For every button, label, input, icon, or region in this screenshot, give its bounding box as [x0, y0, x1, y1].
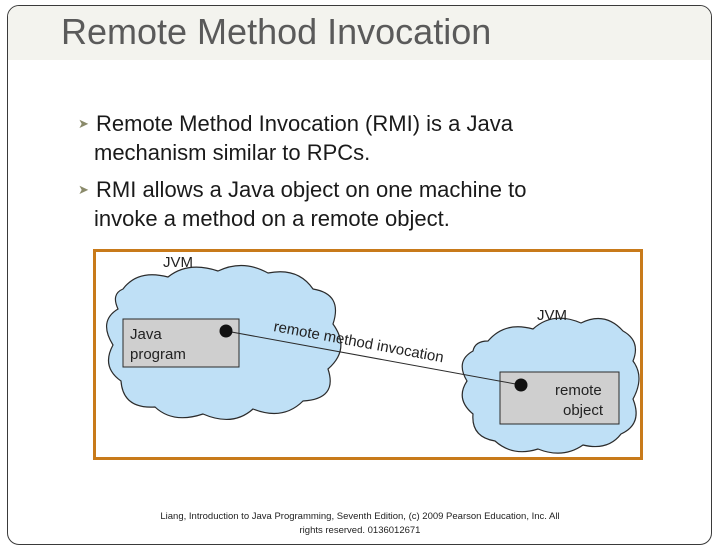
bullet-1: ➤ Remote Method Invocation (RMI) is a Jav… [78, 109, 513, 138]
remote-object-dot [514, 378, 528, 392]
bullet-arrow-icon: ➤ [78, 182, 89, 197]
bullet-arrow-icon: ➤ [78, 116, 89, 131]
remote-object-box [499, 371, 620, 425]
java-program-dot [219, 324, 233, 338]
jvm-right-label: JVM [537, 307, 567, 324]
rmi-diagram: JVM JVM Java program remote object remot… [93, 249, 643, 460]
jvm-left-label: JVM [163, 254, 193, 271]
java-program-box [122, 318, 240, 368]
footer-citation-line2: rights reserved. 0136012671 [299, 525, 421, 536]
invocation-line [225, 330, 522, 386]
bullet-2-text: RMI allows a Java object on one machine … [96, 177, 527, 202]
slide-title: Remote Method Invocation [61, 11, 492, 52]
bullet-2-continuation: invoke a method on a remote object. [94, 206, 450, 231]
footer-citation-line1: Liang, Introduction to Java Programming,… [160, 511, 560, 522]
remote-object-label-line1: remote [555, 382, 602, 399]
java-program-label-line2: program [130, 346, 186, 363]
java-program-label-line1: Java [130, 326, 162, 343]
bullet-2: ➤ RMI allows a Java object on one machine… [78, 175, 526, 204]
bullet-1-text: Remote Method Invocation (RMI) is a Java [96, 111, 513, 136]
remote-object-label-line2: object [563, 402, 604, 419]
title-bar [8, 6, 711, 60]
bullet-1-continuation: mechanism similar to RPCs. [94, 140, 371, 165]
